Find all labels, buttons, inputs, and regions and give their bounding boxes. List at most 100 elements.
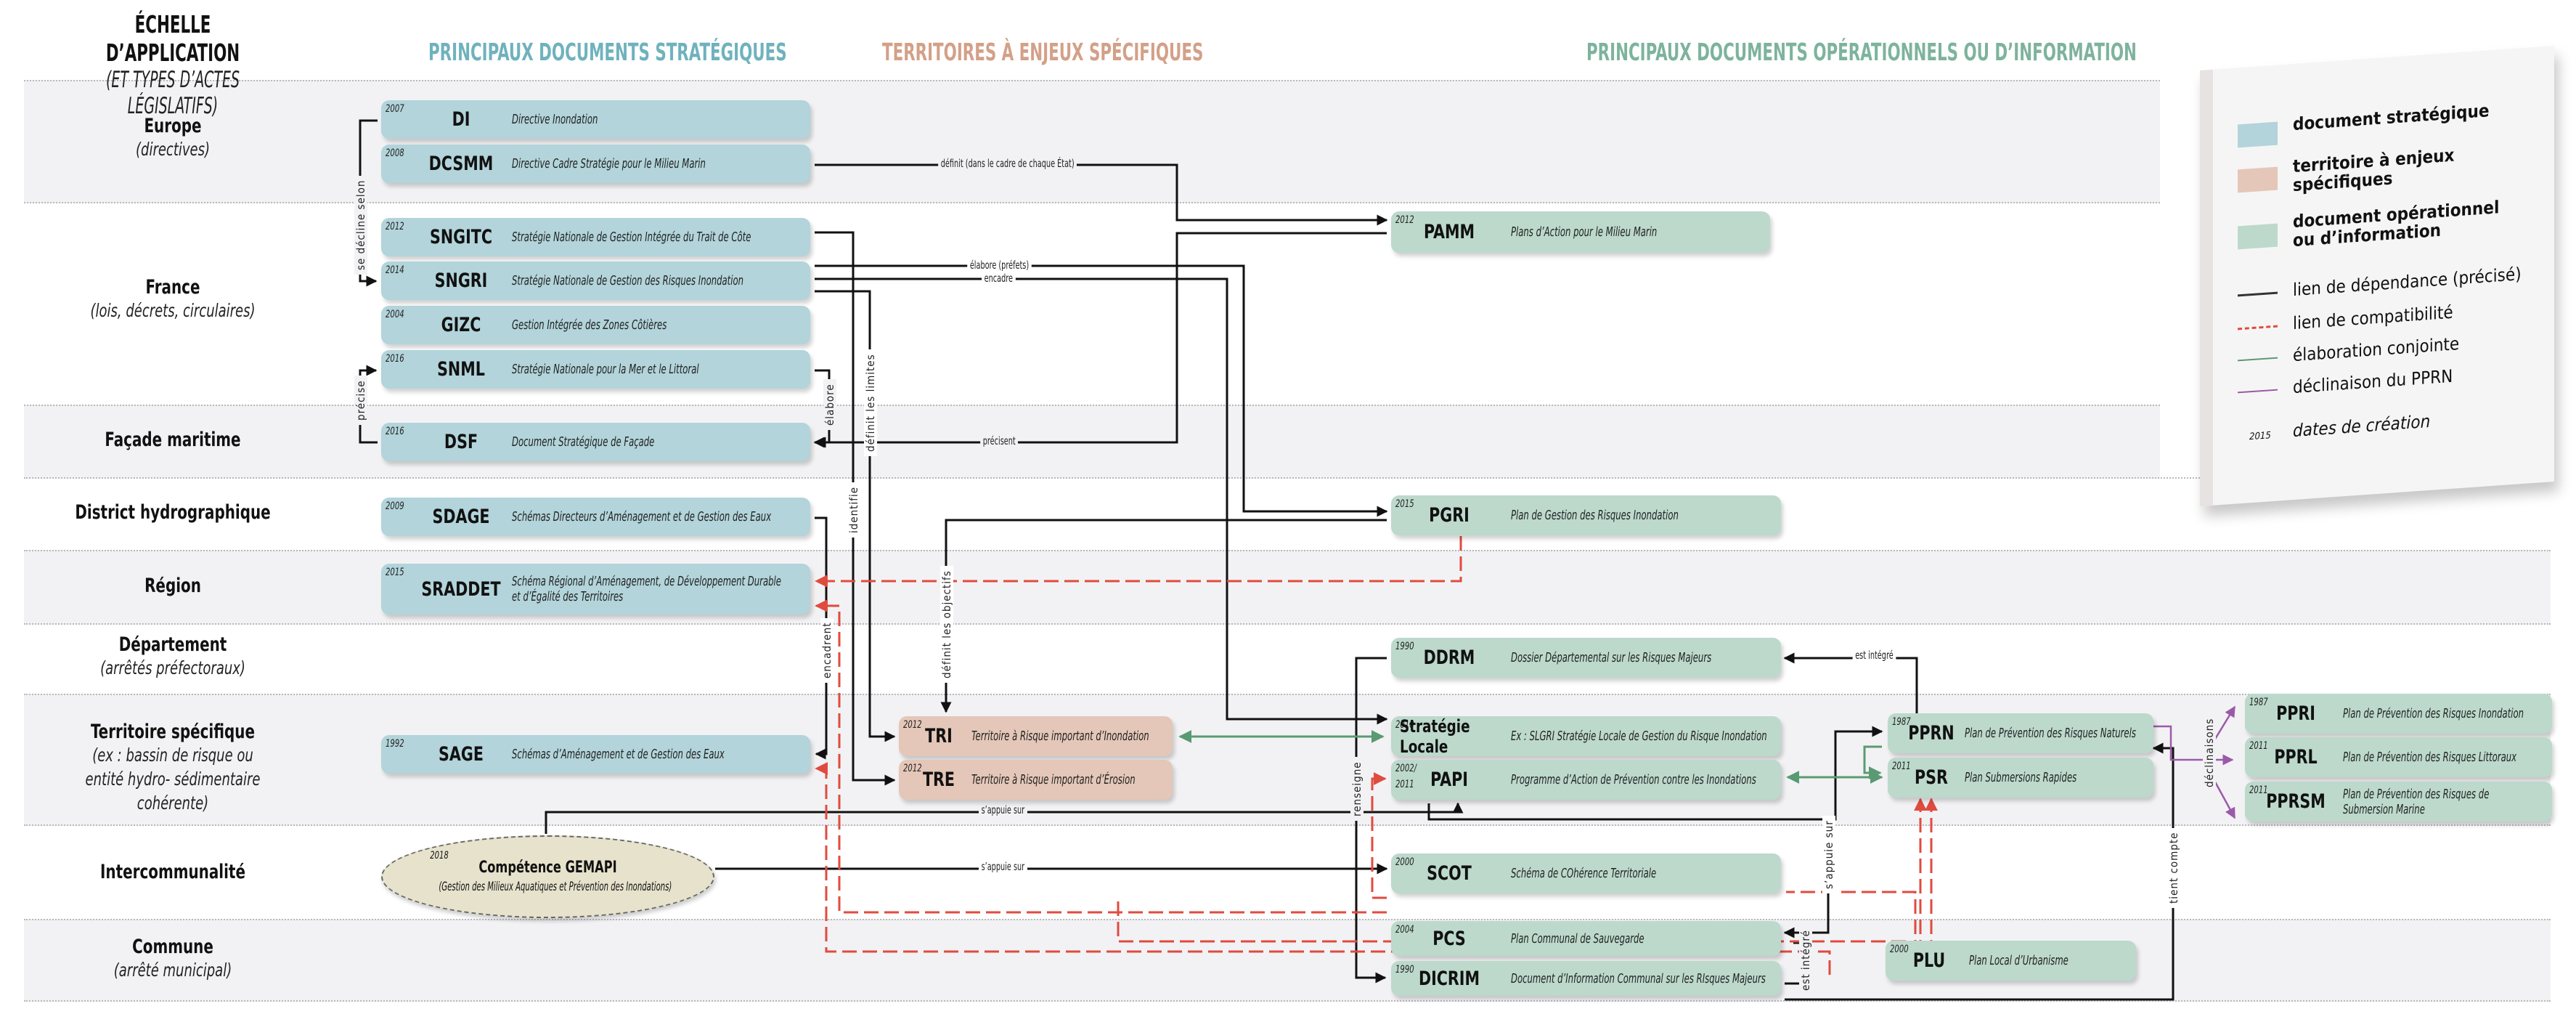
legend-joint: élaboration conjointe [2293, 333, 2460, 366]
label-encadrent: encadrent [820, 617, 833, 683]
doc-fullname: Dossier Départemental sur les Risques Ma… [1511, 650, 1712, 665]
scale-commune: Commune(arrêté municipal) [113, 936, 232, 981]
doc-box-sdage[interactable]: 2009 SDAGE Schémas Directeurs d’Aménagem… [381, 498, 810, 536]
doc-box-papi[interactable]: 2002/ 2011 PAPI Programme d’Action de Pr… [1391, 760, 1781, 800]
doc-box-pprl[interactable]: 2011 PPRL Plan de Prévention des Risques… [2245, 737, 2552, 777]
doc-box-strategie-locale[interactable]: 2010 Stratégie Locale Ex : SLGRI Stratég… [1391, 716, 1781, 757]
label-elabore-prefets: élabore (préfets) [967, 259, 1032, 272]
doc-acronym: DCSMM [428, 153, 494, 175]
gemapi-subtitle: (Gestion des Milieux Aquatiques et Préve… [439, 880, 672, 894]
doc-box-sngri[interactable]: 2014 SNGRI Stratégie Nationale de Gestio… [381, 261, 810, 300]
legend-line-dependency [2238, 291, 2278, 297]
link-sappuie-vertical [1783, 819, 1830, 938]
doc-box-dsf[interactable]: 2016 DSF Document Stratégique de Façade [381, 423, 810, 461]
doc-acronym: SNML [437, 358, 485, 381]
doc-box-dcsmm[interactable]: 2008 DCSMM Directive Cadre Stratégie pou… [381, 145, 810, 183]
doc-fullname-line1: Plan de Prévention des Risques de [2343, 786, 2490, 802]
doc-fullname: Stratégie Nationale de Gestion des Risqu… [512, 273, 743, 288]
scale-territoire-specifique: Territoire spécifique(ex : bassin de ris… [85, 721, 261, 814]
column-title-territories: TERRITOIRES À ENJEUX SPÉCIFIQUES [882, 38, 1204, 66]
legend-strategic: document stratégique [2293, 100, 2490, 135]
label-definit-limites: définit les limites [864, 349, 877, 456]
doc-acronym: SNGRI [434, 269, 488, 292]
doc-fullname: Territoire à Risque important d’Érosion [971, 772, 1136, 787]
doc-year: 2011 [2249, 740, 2268, 752]
label-definit-objectifs: définit les objectifs [940, 566, 953, 683]
doc-box-ddrm[interactable]: 1990 DDRM Dossier Départemental sur les … [1391, 638, 1781, 678]
doc-year: 2010 [1395, 719, 1414, 731]
doc-fullname: Territoire à Risque important d’Inondati… [971, 729, 1149, 744]
doc-acronym: TRI [925, 725, 953, 747]
doc-year: 2012 [386, 221, 404, 232]
link-scot-papi [1371, 772, 1387, 899]
scale-intercommunalite: Intercommunalité [100, 861, 245, 883]
doc-box-dicrim[interactable]: 1990 DICRIM Document d’Information Commu… [1391, 961, 1781, 996]
doc-fullname: Ex : SLGRI Stratégie Locale de Gestion d… [1511, 729, 1767, 744]
doc-acronym: SAGE [439, 743, 484, 766]
doc-box-sngitc[interactable]: 2012 SNGITC Stratégie Nationale de Gesti… [381, 218, 810, 256]
band-district [24, 477, 2551, 551]
scale-district-hydrographique: District hydrographique [75, 501, 271, 524]
link-plu-gemapi [1117, 898, 1906, 943]
doc-box-tre[interactable]: 2012 TRE Territoire à Risque important d… [899, 760, 1173, 800]
legend-pprn: déclinaison du PPRN [2293, 365, 2453, 398]
doc-box-snml[interactable]: 2016 SNML Stratégie Nationale pour la Me… [381, 350, 810, 389]
doc-year-2: 2011 [1395, 779, 1414, 790]
band-intercommunalite [24, 824, 2551, 920]
doc-box-pprsm[interactable]: 2011 PPRSM Plan de Prévention des Risque… [2245, 782, 2552, 822]
doc-acronym: DI [452, 108, 470, 131]
scale-europe: Europe(directives) [136, 115, 210, 160]
doc-box-psr[interactable]: 2011 PSR Plan Submersions Rapides [1888, 758, 2153, 798]
label-elabore: élabore [823, 379, 836, 430]
legend-dependency: lien de dépendance (précisé) [2293, 264, 2522, 301]
legend-swatch-territory [2238, 166, 2278, 193]
doc-box-di[interactable]: 2007 DI Directive Inondation [381, 100, 810, 139]
doc-year: 2002/ [1395, 763, 1417, 774]
doc-box-tri[interactable]: 2012 TRI Territoire à Risque important d… [899, 716, 1173, 756]
scale-header: ÉCHELLE D’APPLICATION (ET TYPES D’ACTES … [24, 10, 322, 119]
link-pprn-psr [1863, 745, 1882, 779]
link-plu-sage [815, 762, 1831, 975]
doc-box-gizc[interactable]: 2004 GIZC Gestion Intégrée des Zones Côt… [381, 306, 810, 344]
doc-box-scot[interactable]: 2000 SCOT Schéma de COhérence Territoria… [1391, 853, 1781, 893]
scale-title: ÉCHELLE D’APPLICATION [105, 10, 240, 67]
doc-fullname: Plan Communal de Sauvegarde [1511, 930, 1644, 946]
doc-year: 2000 [1890, 944, 1909, 955]
legend-swatch-strategic [2238, 121, 2278, 148]
gemapi-ellipse[interactable]: 2018 Compétence GEMAPI (Gestion des Mili… [381, 835, 714, 918]
scale-facade-maritime: Façade maritime [105, 429, 241, 451]
doc-acronym: DSF [444, 431, 478, 453]
doc-fullname: Plan de Prévention des Risques Naturels [1965, 726, 2136, 741]
doc-fullname: Plan Local d’Urbanisme [1969, 953, 2068, 968]
label-renseigne: renseigne [1350, 757, 1364, 821]
link-pamm-dsf [813, 232, 1387, 448]
doc-box-sraddet[interactable]: 2015 SRADDET Schéma Régional d’Aménageme… [381, 564, 810, 615]
doc-fullname: Schémas Directeurs d’Aménagement et de G… [512, 509, 772, 524]
doc-box-sage[interactable]: 1992 SAGE Schémas d’Aménagement et de Ge… [381, 735, 810, 774]
doc-year: 2016 [386, 353, 404, 365]
doc-fullname: Gestion Intégrée des Zones Côtières [512, 317, 667, 333]
doc-fullname-line2: Submersion Marine [2343, 801, 2425, 817]
doc-acronym: DDRM [1423, 646, 1475, 669]
legend-swatch-operational [2238, 223, 2278, 250]
doc-box-pcs[interactable]: 2004 PCS Plan Communal de Sauvegarde [1391, 921, 1781, 956]
doc-acronym: PPRSM [2266, 790, 2326, 813]
legend-dates: dates de création [2293, 410, 2431, 442]
gemapi-year: 2018 [430, 850, 449, 861]
doc-box-pamm[interactable]: 2012 PAMM Plans d’Action pour le Milieu … [1391, 211, 1770, 253]
doc-year: 2011 [2249, 784, 2268, 796]
doc-fullname: Directive Cadre Stratégie pour le Milieu… [512, 156, 706, 171]
doc-box-pprn[interactable]: 1987 PPRN Plan de Prévention des Risques… [1888, 713, 2153, 753]
doc-box-plu[interactable]: 2000 PLU Plan Local d’Urbanisme [1886, 941, 2136, 981]
legend-line-pprn [2238, 389, 2278, 394]
doc-box-pgri[interactable]: 2015 PGRI Plan de Gestion des Risques In… [1391, 495, 1781, 535]
scale-france: France(lois, décrets, circulaires) [90, 276, 256, 321]
label-precise: précise [354, 376, 367, 425]
doc-acronym: PLU [1912, 949, 1946, 972]
doc-year: 2015 [386, 567, 404, 578]
link-sngri-pgri [815, 264, 1388, 517]
doc-box-ppri[interactable]: 1987 PPRI Plan de Prévention des Risques… [2245, 694, 2552, 734]
doc-acronym: SNGITC [429, 226, 493, 248]
doc-fullname: Programme d’Action de Prévention contre … [1511, 772, 1756, 787]
doc-year: 2012 [903, 763, 922, 774]
